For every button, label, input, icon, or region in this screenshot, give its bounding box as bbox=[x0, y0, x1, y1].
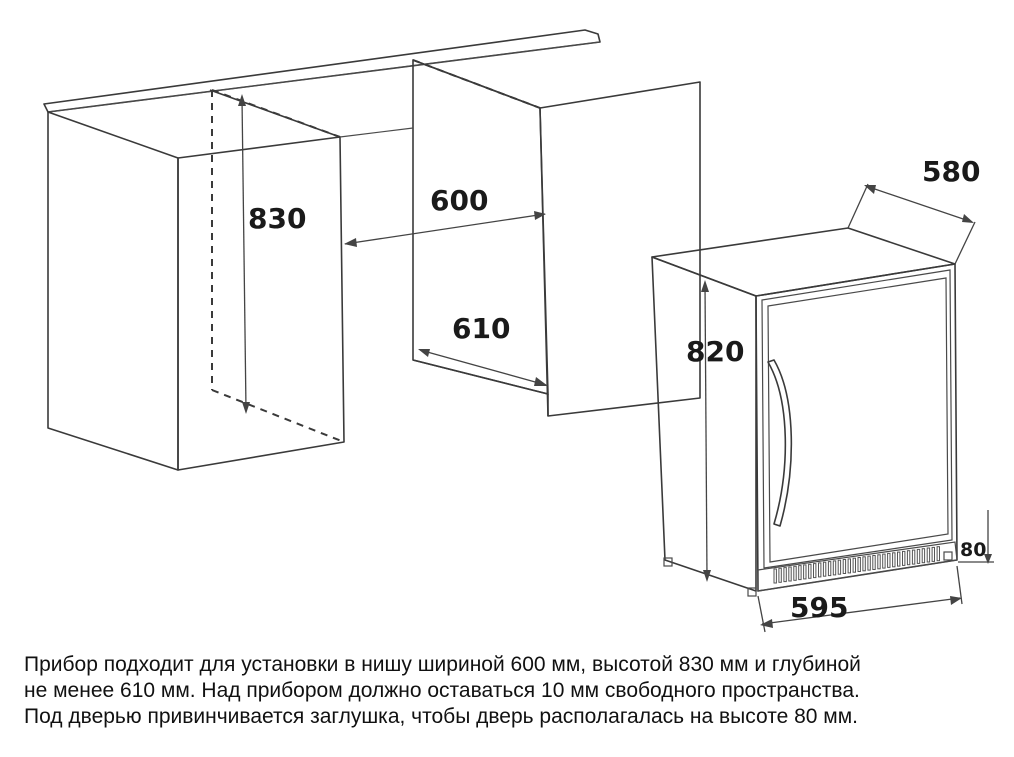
grille-slot bbox=[902, 550, 906, 566]
grille-slot bbox=[813, 563, 817, 579]
grille-slot bbox=[926, 547, 931, 563]
grille-slot bbox=[783, 567, 787, 583]
ventilation-grille bbox=[773, 546, 940, 584]
grille-slot bbox=[818, 562, 822, 578]
grille-slot bbox=[897, 551, 901, 567]
grille-slot bbox=[872, 555, 876, 570]
grille-slot bbox=[798, 565, 802, 581]
grille-slot bbox=[921, 548, 926, 564]
grille-slot bbox=[936, 546, 940, 562]
left-cabinet bbox=[47, 89, 345, 471]
niche-dashed-outline bbox=[211, 59, 541, 443]
grille-slot bbox=[882, 553, 886, 569]
label-appliance-height: 820 bbox=[686, 335, 744, 368]
dimension-830: 830 bbox=[238, 94, 306, 414]
dimension-80: 80 bbox=[958, 510, 994, 564]
caption-line-3: Под дверью привинчивается заглушка, чтоб… bbox=[24, 705, 859, 728]
grille-slot bbox=[877, 554, 881, 570]
grille-slot bbox=[832, 560, 837, 576]
door-handle bbox=[767, 359, 793, 527]
grille-slot bbox=[867, 555, 871, 571]
label-appliance-width: 595 bbox=[790, 591, 848, 624]
label-plinth-height: 80 bbox=[960, 539, 986, 561]
grille-slot bbox=[862, 556, 866, 572]
grille-slot bbox=[793, 565, 797, 581]
niche-back-edge bbox=[339, 127, 414, 138]
installation-caption: Прибор подходит для установки в нишу шир… bbox=[24, 652, 994, 730]
wine-cooler bbox=[651, 227, 958, 597]
grille-slot bbox=[842, 559, 847, 574]
dimension-600: 600 bbox=[344, 184, 546, 247]
dimension-580: 580 bbox=[847, 155, 980, 265]
grille-slot bbox=[808, 563, 812, 579]
grille-slot bbox=[892, 552, 896, 568]
caption-line-2: не менее 610 мм. Над прибором должно ост… bbox=[24, 679, 860, 702]
dimension-610: 610 bbox=[418, 312, 548, 386]
grille-slot bbox=[887, 552, 891, 568]
label-appliance-depth: 580 bbox=[922, 155, 980, 188]
label-niche-height: 830 bbox=[248, 202, 306, 235]
dimension-595: 595 bbox=[757, 565, 963, 633]
grille-slot bbox=[827, 561, 832, 577]
grille-slot bbox=[773, 568, 777, 584]
label-niche-width: 600 bbox=[430, 184, 488, 217]
grille-slot bbox=[931, 546, 935, 562]
grille-slot bbox=[857, 557, 861, 572]
caption-line-1: Прибор подходит для установки в нишу шир… bbox=[24, 653, 861, 676]
installation-diagram: 830 600 610 bbox=[43, 29, 994, 633]
grille-slot bbox=[916, 548, 921, 564]
grille-slot bbox=[837, 559, 842, 575]
countertop bbox=[43, 29, 601, 113]
dimension-820: 820 bbox=[686, 280, 744, 582]
grille-slot bbox=[788, 566, 792, 582]
label-niche-depth: 610 bbox=[452, 312, 510, 345]
grille-slot bbox=[803, 564, 807, 580]
grille-slot bbox=[852, 557, 856, 573]
grille-slot bbox=[906, 550, 911, 566]
grille-slot bbox=[911, 549, 916, 565]
grille-slot bbox=[778, 567, 782, 583]
grille-slot bbox=[847, 558, 851, 574]
grille-slot bbox=[822, 561, 827, 577]
